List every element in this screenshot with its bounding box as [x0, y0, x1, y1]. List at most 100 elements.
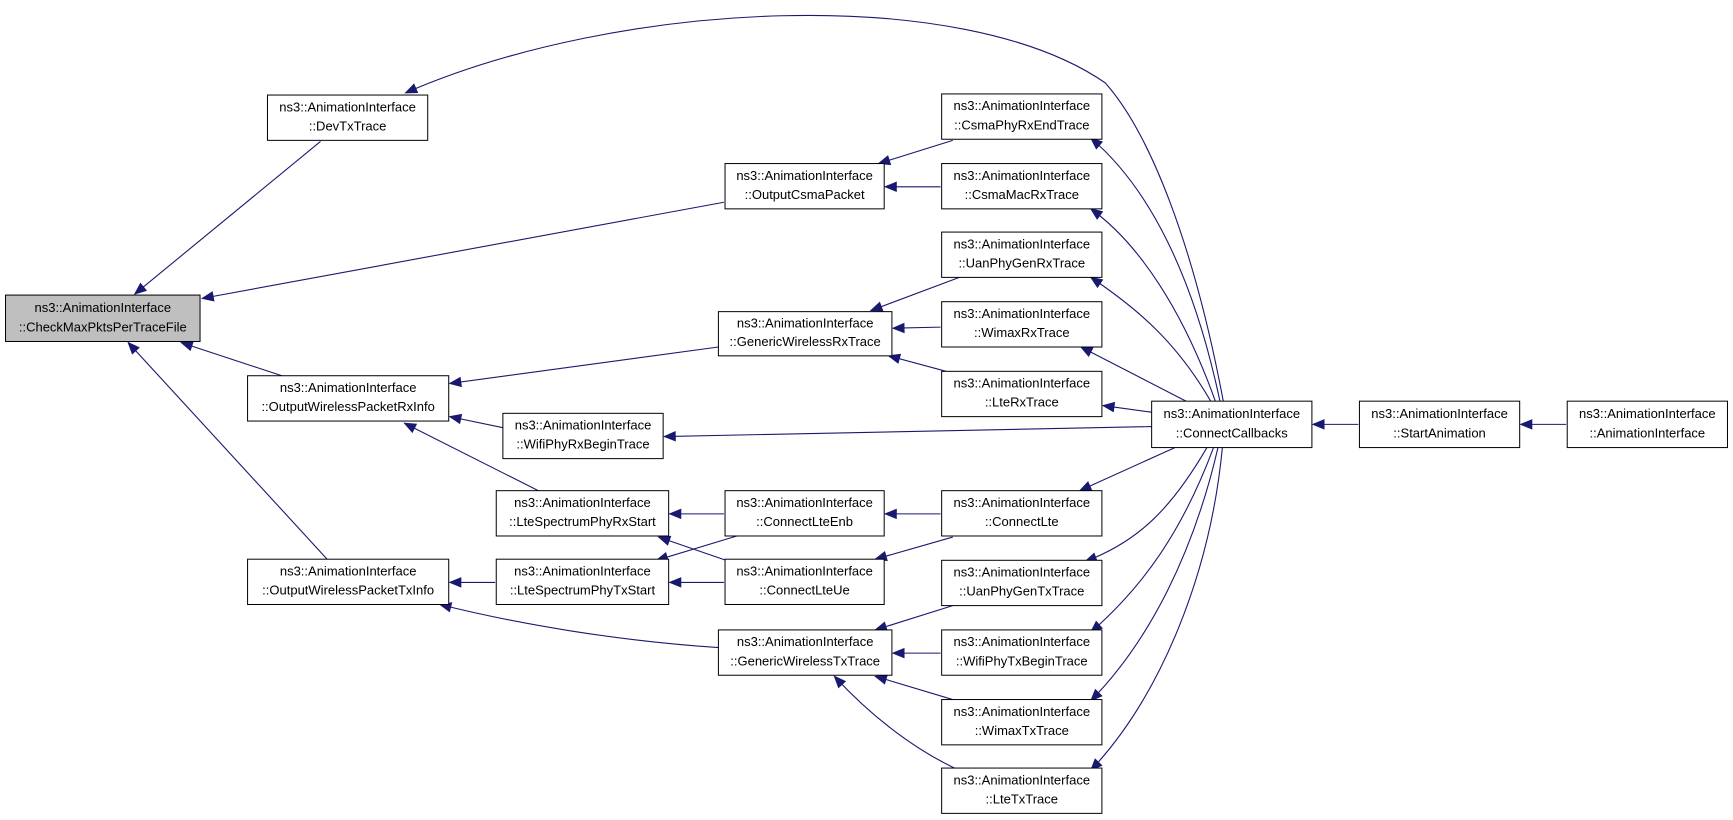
edge-conncb-to-wifirx — [664, 426, 1152, 438]
node-ltetx[interactable]: ns3::AnimationInterface::LteTxTrace — [941, 767, 1103, 814]
node-box — [266, 94, 429, 141]
node-wimaxrx[interactable]: ns3::AnimationInterface::WimaxRxTrace — [941, 301, 1103, 348]
edge-connlte-to-connenb-arrowhead — [883, 508, 897, 520]
node-namespace-label: ns3::AnimationInterface — [1163, 406, 1300, 421]
node-box — [941, 231, 1103, 278]
edge-connenb-to-ltesprx-arrowhead — [668, 508, 682, 520]
node-method-label: ::StartAnimation — [1393, 425, 1486, 440]
node-method-label: ::CheckMaxPktsPerTraceFile — [19, 319, 187, 334]
node-box — [724, 558, 885, 606]
node-ctor[interactable]: ns3::AnimationInterface::AnimationInterf… — [1566, 400, 1728, 449]
node-outtx[interactable]: ns3::AnimationInterface::OutputWirelessP… — [247, 558, 450, 606]
node-method-label: ::GenericWirelessRxTrace — [730, 334, 881, 349]
node-startanim[interactable]: ns3::AnimationInterface::StartAnimation — [1358, 400, 1521, 449]
node-namespace-label: ns3::AnimationInterface — [953, 168, 1090, 183]
node-box — [941, 370, 1103, 418]
node-method-label: ::ConnectLteEnb — [756, 514, 853, 529]
node-box — [5, 294, 201, 342]
node-method-label: ::CsmaMacRxTrace — [965, 187, 1079, 202]
edge-outcsma-to-check-arrowhead — [200, 291, 215, 302]
node-box — [495, 558, 670, 606]
node-conncb[interactable]: ns3::AnimationInterface::ConnectCallback… — [1151, 400, 1313, 449]
node-box — [941, 767, 1103, 814]
node-method-label: ::LteSpectrumPhyRxStart — [509, 514, 656, 529]
node-box — [724, 490, 885, 537]
node-csmamac[interactable]: ns3::AnimationInterface::CsmaMacRxTrace — [941, 163, 1103, 210]
edge-wimaxtx-to-gentx-arrowhead — [874, 674, 888, 685]
edge-uanrx-to-genrx-arrowhead — [869, 301, 884, 312]
node-check[interactable]: ns3::AnimationInterface::CheckMaxPktsPer… — [5, 294, 201, 342]
edge-conncb-to-connlte-arrowhead — [1078, 481, 1093, 492]
node-wifitx[interactable]: ns3::AnimationInterface::WifiPhyTxBeginT… — [941, 629, 1103, 676]
node-outcsma[interactable]: ns3::AnimationInterface::OutputCsmaPacke… — [724, 163, 885, 210]
edge-ltetx-to-gentx — [834, 675, 962, 772]
edge-wifirx-to-outrx-arrowhead — [448, 413, 463, 425]
node-namespace-label: ns3::AnimationInterface — [953, 98, 1090, 113]
node-method-label: ::WimaxTxTrace — [975, 723, 1069, 738]
node-namespace-label: ns3::AnimationInterface — [953, 704, 1090, 719]
node-namespace-label: ns3::AnimationInterface — [514, 564, 651, 579]
node-genrx[interactable]: ns3::AnimationInterface::GenericWireless… — [717, 311, 893, 357]
edge-conncb-to-csmamac-arrowhead — [1089, 208, 1104, 220]
node-ltesptx[interactable]: ns3::AnimationInterface::LteSpectrumPhyT… — [495, 558, 670, 606]
node-box — [941, 93, 1103, 140]
node-namespace-label: ns3::AnimationInterface — [736, 495, 873, 510]
node-method-label: ::OutputWirelessPacketTxInfo — [262, 583, 434, 598]
edge-genrx-to-outrx — [449, 346, 719, 385]
node-box — [941, 699, 1103, 746]
edge-connue-to-ltesprx-arrowhead — [657, 535, 672, 546]
edge-outrx-to-check-arrowhead — [180, 341, 194, 352]
edge-devtx-to-check — [134, 141, 321, 295]
edge-connenb-to-ltesptx — [656, 534, 741, 561]
edge-conncb-to-uantx — [1085, 447, 1208, 562]
node-box — [941, 490, 1103, 537]
edge-genrx-to-outrx-arrowhead — [448, 376, 462, 388]
node-wimaxtx[interactable]: ns3::AnimationInterface::WimaxTxTrace — [941, 699, 1103, 746]
node-connlte[interactable]: ns3::AnimationInterface::ConnectLte — [941, 490, 1103, 537]
edge-ctor-to-startanim-arrowhead — [1519, 419, 1533, 430]
node-box — [724, 163, 885, 210]
edge-conncb-to-wifirx-arrowhead — [662, 431, 676, 442]
node-box — [941, 301, 1103, 348]
node-connenb[interactable]: ns3::AnimationInterface::ConnectLteEnb — [724, 490, 885, 537]
node-namespace-label: ns3::AnimationInterface — [515, 418, 652, 433]
edge-conncb-to-ltetx — [1090, 447, 1223, 771]
node-namespace-label: ns3::AnimationInterface — [736, 168, 873, 183]
edge-csmamac-to-outcsma-arrowhead — [883, 181, 897, 193]
edge-conncb-to-csmaphy-arrowhead — [1089, 137, 1104, 150]
edge-connlte-to-connue — [875, 536, 953, 560]
node-method-label: ::CsmaPhyRxEndTrace — [954, 117, 1089, 132]
node-outrx[interactable]: ns3::AnimationInterface::OutputWirelessP… — [247, 375, 450, 422]
node-namespace-label: ns3::AnimationInterface — [953, 634, 1090, 649]
node-box — [247, 375, 450, 422]
edge-ltesprx-to-outrx-arrowhead — [403, 422, 418, 434]
node-devtx[interactable]: ns3::AnimationInterface::DevTxTrace — [266, 94, 429, 141]
node-box — [1358, 400, 1521, 449]
edge-conncb-to-wifitx — [1090, 447, 1215, 633]
node-box — [941, 559, 1103, 607]
node-namespace-label: ns3::AnimationInterface — [280, 564, 417, 579]
edges-layer — [127, 14, 1567, 772]
edge-wimaxrx-to-genrx-arrowhead — [891, 322, 905, 334]
edge-conncb-to-wimaxtx — [1090, 447, 1219, 702]
node-uantx[interactable]: ns3::AnimationInterface::UanPhyGenTxTrac… — [941, 559, 1103, 607]
edge-outtx-to-check-arrowhead — [127, 341, 140, 355]
edge-uantx-to-gentx — [875, 605, 953, 631]
node-connue[interactable]: ns3::AnimationInterface::ConnectLteUe — [724, 558, 885, 606]
node-method-label: ::UanPhyGenRxTrace — [958, 255, 1085, 270]
edge-ltetx-to-gentx-arrowhead — [833, 675, 847, 689]
edge-gentx-to-outtx — [439, 603, 719, 649]
node-wifirx[interactable]: ns3::AnimationInterface::WifiPhyRxBeginT… — [502, 412, 664, 460]
node-csmaphy[interactable]: ns3::AnimationInterface::CsmaPhyRxEndTra… — [941, 93, 1103, 140]
edge-startanim-to-conncb-arrowhead — [1311, 419, 1325, 430]
node-namespace-label: ns3::AnimationInterface — [953, 306, 1090, 321]
node-namespace-label: ns3::AnimationInterface — [953, 772, 1090, 787]
node-ltesprx[interactable]: ns3::AnimationInterface::LteSpectrumPhyR… — [495, 490, 670, 537]
node-lterx[interactable]: ns3::AnimationInterface::LteRxTrace — [941, 370, 1103, 418]
node-gentx[interactable]: ns3::AnimationInterface::GenericWireless… — [717, 629, 893, 676]
node-uanrx[interactable]: ns3::AnimationInterface::UanPhyGenRxTrac… — [941, 231, 1103, 278]
edge-conncb-to-lterx-arrowhead — [1101, 401, 1116, 413]
node-namespace-label: ns3::AnimationInterface — [737, 634, 874, 649]
node-namespace-label: ns3::AnimationInterface — [280, 380, 417, 395]
node-method-label: ::WifiPhyRxBeginTrace — [516, 437, 649, 452]
